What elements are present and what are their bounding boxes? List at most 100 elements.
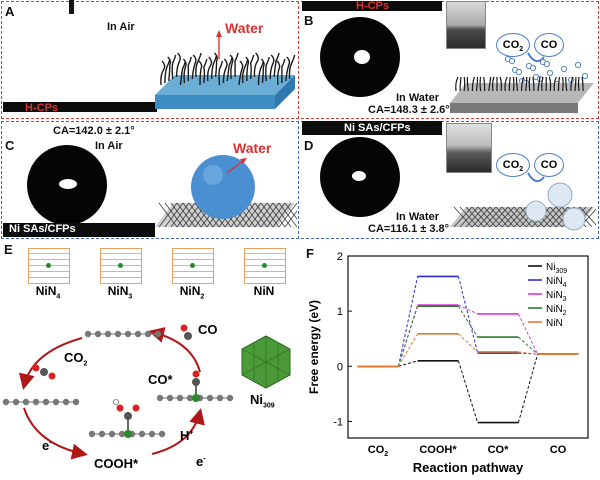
structure-ninx3: NiN3 [92, 248, 148, 300]
lattice-thumbnail [28, 248, 70, 284]
panel-e: E NiN4 NiN3 NiN2 NiN [2, 242, 300, 478]
ni309-cluster-illustration [241, 335, 291, 389]
x-tick-label: CO* [488, 444, 510, 456]
vial-photo [446, 123, 492, 173]
ni-center-atom [262, 263, 267, 268]
legend-entry: NiN3 [546, 290, 567, 303]
connector-line [517, 354, 539, 423]
contact-angle: CA=116.1 ± 3.8° [368, 223, 450, 235]
panel-a: A In Air H-CPs Water [3, 0, 297, 117]
connector-line [457, 360, 479, 423]
in-air-label: In Air [107, 21, 135, 33]
ni-center-atom [118, 263, 123, 268]
x-tick-label: COOH* [419, 444, 457, 456]
connector-line [397, 333, 419, 367]
water-label: Water [225, 20, 264, 36]
cycle-co2-label: CO2 [64, 350, 88, 368]
co2-bubble: CO2 [496, 33, 530, 57]
plot-frame [347, 255, 589, 439]
cycle-co-label: CO [198, 322, 218, 337]
y-axis-label: Free energy (eV) [307, 300, 321, 394]
panel-c: C CA=142.0 ± 2.1° In Air Ni SAs/CFPs Wat… [3, 123, 297, 237]
co2-text: CO [502, 39, 520, 51]
droplet-on-mesh-illustration: Water [155, 140, 297, 228]
substrate-bar [3, 102, 157, 112]
co-bubble: CO [534, 153, 564, 177]
droplet-highlight [352, 171, 366, 181]
droplet-highlight [59, 179, 77, 189]
panel-b: B H-CPs In Water CA=148.3 ± 2.6° CO2 CO [300, 0, 597, 117]
substrate-bar [3, 223, 155, 237]
substrate-label: Ni SAs/CFPs [9, 223, 76, 235]
panel-label: E [4, 242, 13, 257]
structure-ninx2: NiN2 [164, 248, 220, 300]
connector-line [518, 336, 538, 355]
lattice-thumbnail [100, 248, 142, 284]
connector-line [458, 333, 478, 353]
cycle-co-star-label: CO* [148, 372, 173, 387]
co2-subscript: 2 [519, 166, 524, 174]
structure-grid: NiN4 NiN3 NiN2 NiN [20, 248, 296, 308]
y-tick-label: 0 [337, 361, 343, 373]
cycle-h-plus-label: H+ [180, 428, 194, 443]
connector-line [457, 305, 479, 338]
x-tick-label: CO [550, 444, 567, 456]
ni-center-atom [46, 263, 51, 268]
structure-label: NiN [253, 284, 275, 298]
in-air-label: In Air [95, 140, 123, 152]
droplet-highlight [354, 50, 370, 64]
connector-line [458, 304, 478, 315]
connector-line [398, 360, 418, 367]
co2-text: CO [502, 159, 520, 171]
x-axis-label: Reaction pathway [413, 460, 524, 475]
co2-bubble: CO2 [496, 153, 530, 177]
lattice-thumbnail [172, 248, 214, 284]
top-row-frame [1, 1, 599, 119]
y-tick-label: 2 [337, 251, 343, 263]
substrate-bar [302, 121, 442, 135]
substrate-label: H-CPs [25, 102, 59, 114]
in-water-label: In Water [396, 92, 439, 104]
in-water-label: In Water [396, 211, 439, 223]
cycle-e-right-label: e- [196, 454, 206, 469]
cycle-e-left-label: e- [42, 438, 52, 453]
legend-entry: NiN2 [546, 304, 567, 317]
connector-line [397, 276, 419, 367]
middle-row-divider [298, 121, 299, 239]
panel-label: C [5, 138, 15, 153]
co2-subscript: 2 [519, 46, 524, 54]
ni-center-atom [190, 263, 195, 268]
contact-angle: CA=148.3 ± 2.6° [368, 104, 450, 116]
hydrophobic-surface-illustration: Water [155, 20, 296, 109]
cycle-cooh-label: COOH* [94, 456, 139, 471]
panel-d: D Ni SAs/CFPs In Water CA=116.1 ± 3.8° C… [300, 121, 597, 237]
connector-line [518, 351, 538, 355]
middle-row-frame [1, 121, 599, 239]
lattice-thumbnail [244, 248, 286, 284]
legend-entry: NiN [546, 318, 563, 329]
co-text: CO [540, 39, 558, 51]
substrate-label: H-CPs [356, 0, 390, 12]
gas-bubbles-illustration [450, 158, 596, 231]
reaction-cycle-diagram [2, 324, 234, 460]
structure-ninx4: NiN4 [20, 248, 76, 300]
water-label: Water [233, 140, 272, 156]
x-tick-label: CO2 [368, 444, 389, 458]
connector-line [457, 276, 479, 354]
panel-label: B [304, 13, 314, 28]
substrate-bar [302, 1, 442, 11]
gas-bubbles-illustration [450, 38, 594, 113]
vial-photo [446, 1, 486, 49]
substrate-label: Ni SAs/CFPs [344, 122, 411, 134]
connector-line [397, 306, 419, 367]
legend-entry: NiN4 [546, 276, 567, 289]
co-text: CO [540, 159, 558, 171]
contact-angle: CA=142.0 ± 2.1° [53, 125, 135, 137]
top-row-divider [298, 1, 299, 119]
y-tick-label: -1 [333, 416, 343, 428]
panel-label: F [306, 246, 314, 261]
panel-label: D [304, 138, 314, 153]
structure-label: NiN4 [35, 284, 61, 301]
